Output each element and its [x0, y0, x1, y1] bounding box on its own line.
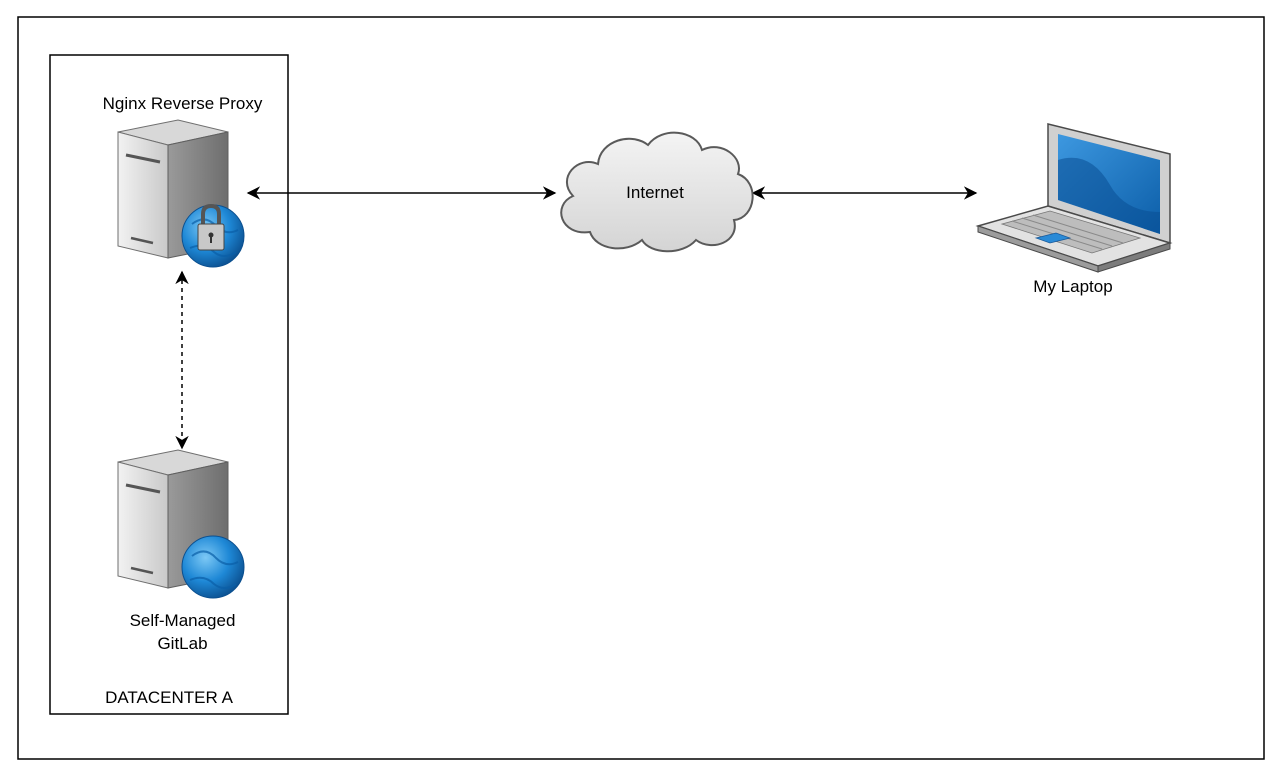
web-server-icon[interactable] — [117, 449, 245, 599]
proxy-label: Nginx Reverse Proxy — [102, 94, 263, 113]
datacenter-container[interactable] — [49, 54, 289, 715]
gitlab-label-line1: Self-Managed — [129, 611, 236, 630]
secure-web-server-icon[interactable] — [117, 119, 245, 268]
gitlab-label-line2: GitLab — [157, 634, 208, 653]
laptop-label: My Laptop — [1033, 277, 1113, 296]
cloud-icon[interactable] — [560, 131, 754, 253]
page-frame — [17, 16, 1265, 760]
datacenter-label: DATACENTER A — [105, 688, 233, 707]
laptop-icon[interactable] — [975, 123, 1173, 273]
internet-label: Internet — [626, 183, 684, 202]
